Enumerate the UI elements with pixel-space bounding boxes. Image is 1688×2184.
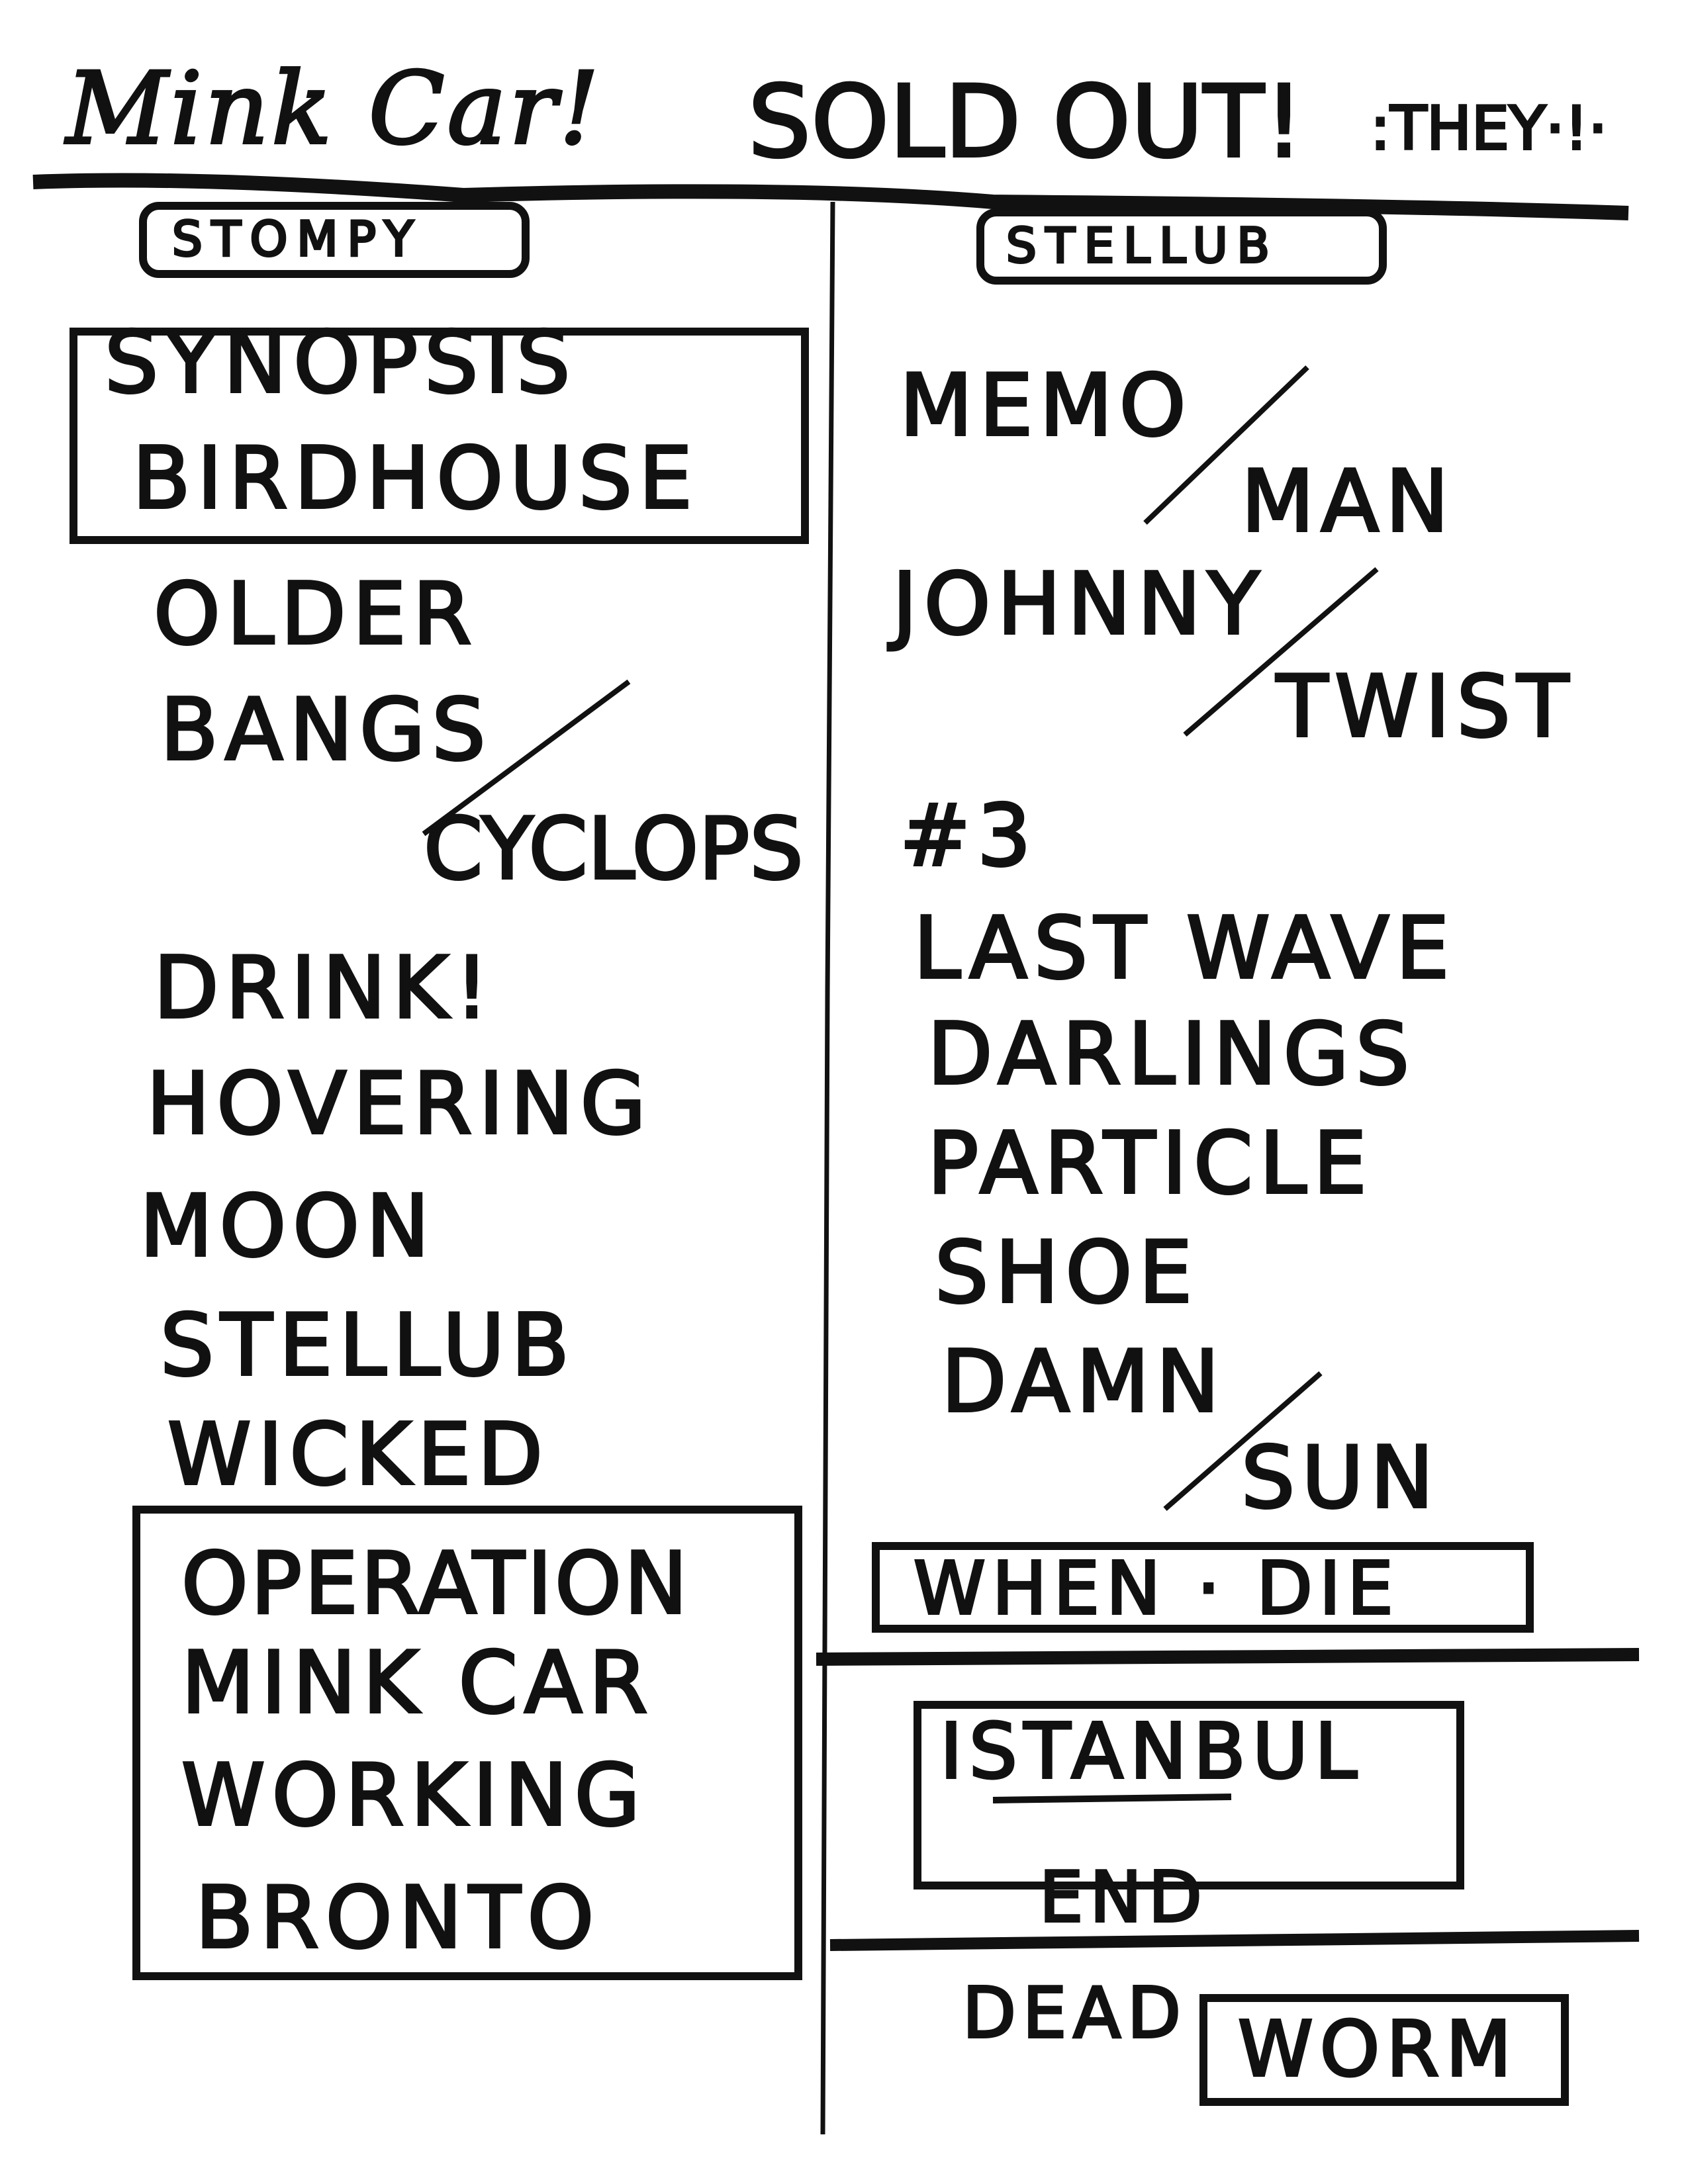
song: PARTICLE — [926, 1115, 1374, 1213]
song: ISTANBUL — [939, 1707, 1364, 1796]
song: MAN — [1240, 453, 1456, 551]
song: CYCLOPS — [422, 800, 805, 899]
sold-out-note: SOLD OUT! — [747, 65, 1305, 180]
column-divider — [820, 201, 835, 2135]
opener-box — [70, 328, 809, 544]
song: BIRDHOUSE — [131, 430, 699, 528]
song: MOON — [138, 1177, 436, 1276]
header-divider — [32, 173, 1629, 220]
song: SUN — [1240, 1429, 1440, 1527]
left-column-label: STOMPY — [171, 211, 423, 267]
song: WORKING — [180, 1747, 647, 1845]
stompy-label-box — [139, 202, 530, 278]
song: TWIST — [1275, 658, 1575, 756]
song: STELLUB — [159, 1297, 577, 1395]
worm-box — [1199, 1994, 1569, 2106]
song: SHOE — [933, 1224, 1199, 1322]
song: END — [1038, 1857, 1209, 1938]
when-die-box — [872, 1542, 1534, 1633]
song: SYNOPSIS — [103, 314, 577, 412]
segue-slash-johnny-twist — [1183, 567, 1379, 737]
song: OLDER — [152, 565, 479, 664]
they-note: :THEY·!· — [1369, 94, 1609, 163]
encore-box — [914, 1701, 1464, 1889]
istanbul-underline — [992, 1794, 1232, 1803]
song: #3 — [898, 787, 1038, 886]
song: WICKED — [166, 1406, 550, 1504]
song: OPERATION — [180, 1535, 690, 1633]
song: DAMN — [940, 1333, 1227, 1432]
song: JOHNNY — [891, 555, 1266, 654]
song: LAST WAVE — [912, 899, 1456, 998]
song: BANGS — [159, 681, 492, 780]
song: DEAD — [961, 1973, 1188, 2054]
song: DARLINGS — [926, 1005, 1417, 1104]
song: WHEN · DIE — [912, 1546, 1400, 1631]
song: MEMO — [898, 357, 1193, 455]
encore-divider-2 — [829, 1930, 1640, 1951]
title-mink-car: Mink Car! — [65, 52, 602, 167]
song: WORM — [1237, 2005, 1519, 2094]
closer-box — [132, 1506, 802, 1980]
stellub-label-box — [976, 208, 1387, 285]
segue-slash-bangs-cyclops — [422, 679, 631, 837]
song: BRONTO — [194, 1869, 601, 1968]
segue-slash-damn-sun — [1163, 1371, 1323, 1512]
song: HOVERING — [145, 1055, 653, 1154]
song: DRINK! — [152, 939, 496, 1038]
song: MINK CAR — [180, 1634, 655, 1733]
right-column-label: STELLUB — [1005, 218, 1279, 273]
segue-slash-memo-man — [1143, 365, 1309, 525]
encore-divider-1 — [816, 1648, 1640, 1666]
